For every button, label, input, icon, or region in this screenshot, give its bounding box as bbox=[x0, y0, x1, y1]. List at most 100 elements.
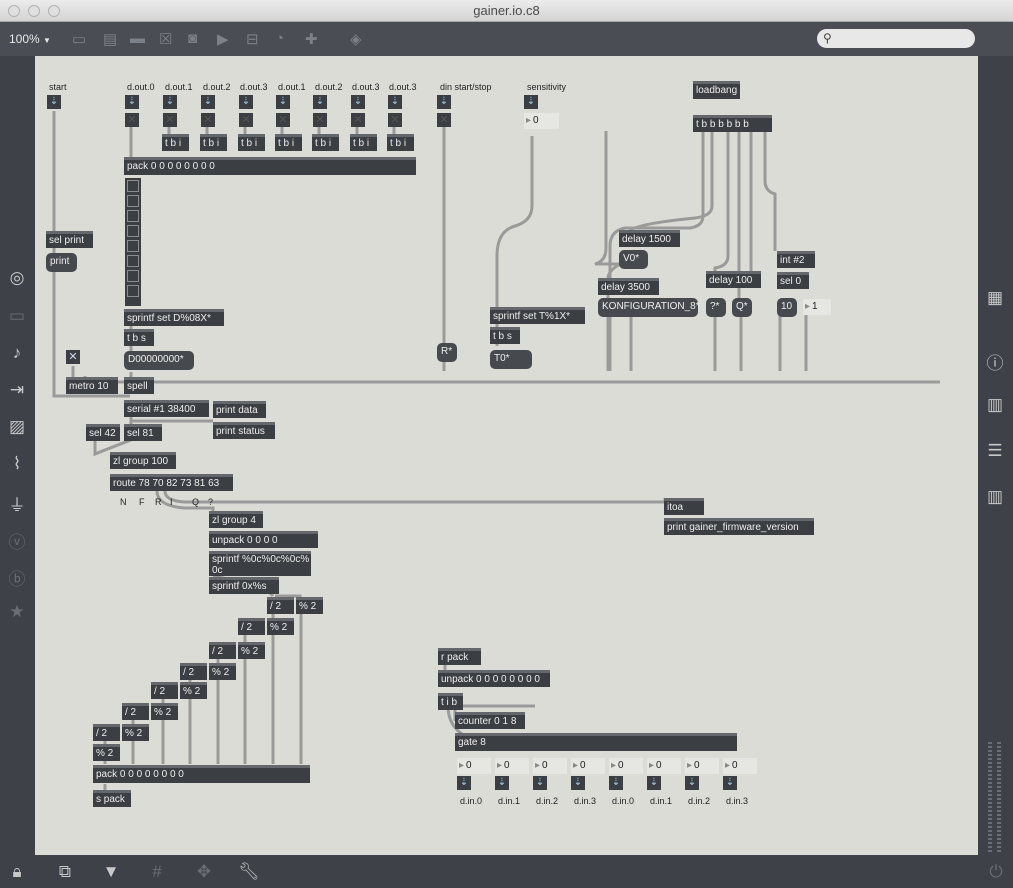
step-icon[interactable]: ⇥ bbox=[9, 380, 25, 399]
dout-inlet[interactable]: ⇣ bbox=[163, 95, 177, 109]
print-data-object[interactable]: print data bbox=[213, 401, 266, 418]
trigger-object[interactable]: t b b b b b b bbox=[693, 115, 772, 132]
unpack-8-object[interactable]: unpack 0 0 0 0 0 0 0 0 bbox=[438, 670, 550, 687]
dout-inlet[interactable]: ⇣ bbox=[239, 95, 253, 109]
d-message[interactable]: D00000000* bbox=[124, 351, 194, 370]
sprintf-hex-object[interactable]: sprintf 0x%s bbox=[209, 577, 279, 594]
sel-42-object[interactable]: sel 42 bbox=[86, 424, 120, 441]
route-object[interactable]: route 78 70 82 73 81 63 bbox=[110, 474, 233, 491]
modulo-object[interactable]: % 2 bbox=[122, 724, 149, 741]
sprintf-d-object[interactable]: sprintf set D%08X* bbox=[124, 309, 224, 326]
record-icon[interactable]: ◎ bbox=[9, 268, 25, 287]
tbs-object[interactable]: t b s bbox=[490, 327, 520, 344]
t-message[interactable]: T0* bbox=[490, 350, 532, 369]
music-note-icon[interactable]: ♪ bbox=[12, 343, 22, 362]
dout-inlet[interactable]: ⇣ bbox=[125, 95, 139, 109]
sprintf-chars-object[interactable]: sprintf %0c%0c%0c%0c bbox=[209, 551, 311, 576]
din-number[interactable]: ▸0 bbox=[609, 758, 643, 774]
spell-object[interactable]: spell bbox=[124, 377, 154, 394]
divide-object[interactable]: / 2 bbox=[267, 597, 294, 614]
tbs-object[interactable]: t b s bbox=[124, 329, 154, 346]
toggle[interactable]: ✕ bbox=[125, 113, 139, 127]
zl-group-100-object[interactable]: zl group 100 bbox=[110, 452, 176, 469]
modulo-object[interactable]: % 2 bbox=[93, 744, 120, 761]
din-number[interactable]: ▸0 bbox=[723, 758, 757, 774]
din-number[interactable]: ▸0 bbox=[571, 758, 605, 774]
patcher-icon[interactable]: ▤ bbox=[103, 31, 118, 48]
tbi-object[interactable]: t b i bbox=[200, 134, 227, 151]
din-outlet[interactable]: ⇣ bbox=[533, 776, 547, 790]
unpack-4-object[interactable]: unpack 0 0 0 0 bbox=[209, 531, 318, 548]
start-inlet[interactable]: ⇣ bbox=[47, 95, 61, 109]
button-object-icon[interactable]: ◙ bbox=[188, 30, 198, 47]
tib-object[interactable]: t i b bbox=[438, 693, 463, 710]
din-outlet[interactable]: ⇣ bbox=[609, 776, 623, 790]
sensitivity-number[interactable]: ▸0 bbox=[524, 113, 559, 129]
metro-object[interactable]: metro 10 bbox=[66, 377, 118, 394]
sel-print-object[interactable]: sel print bbox=[46, 231, 93, 248]
din-outlet[interactable]: ⇣ bbox=[571, 776, 585, 790]
close-window-button[interactable] bbox=[8, 5, 20, 17]
toggle-matrix[interactable] bbox=[125, 178, 141, 306]
v-icon[interactable]: ⓥ bbox=[8, 533, 26, 552]
zoom-window-button[interactable] bbox=[48, 5, 60, 17]
tbi-object[interactable]: t b i bbox=[238, 134, 265, 151]
itoa-object[interactable]: itoa bbox=[664, 498, 704, 515]
toggle[interactable]: ✕ bbox=[313, 113, 327, 127]
loadbang-object[interactable]: loadbang bbox=[693, 81, 740, 99]
serial-object[interactable]: serial #1 38400 bbox=[124, 400, 209, 417]
divide-object[interactable]: / 2 bbox=[122, 703, 149, 720]
sprintf-t-object[interactable]: sprintf set T%1X* bbox=[490, 307, 585, 324]
modulo-object[interactable]: % 2 bbox=[267, 618, 294, 635]
toggle[interactable]: ✕ bbox=[276, 113, 290, 127]
dout-inlet[interactable]: ⇣ bbox=[388, 95, 402, 109]
gate-object[interactable]: gate 8 bbox=[455, 733, 737, 751]
plug-icon[interactable]: ⏚ bbox=[8, 496, 26, 515]
toggle[interactable]: ✕ bbox=[163, 113, 177, 127]
modulo-object[interactable]: % 2 bbox=[151, 703, 178, 720]
din-outlet[interactable]: ⇣ bbox=[685, 776, 699, 790]
sel-0-object[interactable]: sel 0 bbox=[777, 272, 809, 289]
wrench-icon[interactable]: 🔧︎ bbox=[238, 862, 260, 881]
q-message[interactable]: Q* bbox=[732, 298, 752, 317]
delay-1500-object[interactable]: delay 1500 bbox=[619, 230, 680, 247]
add-object-icon[interactable]: ✚ bbox=[305, 31, 318, 48]
send-pack-object[interactable]: s pack bbox=[93, 790, 131, 807]
presentation-mode-icon[interactable]: ▼ bbox=[102, 862, 120, 881]
divide-object[interactable]: / 2 bbox=[93, 724, 120, 741]
slider-object-icon[interactable]: ⊟ bbox=[246, 31, 259, 48]
device-icon[interactable]: ▭ bbox=[8, 306, 26, 325]
dout-inlet[interactable]: ⇣ bbox=[313, 95, 327, 109]
din-outlet[interactable]: ⇣ bbox=[495, 776, 509, 790]
dial-object-icon[interactable]: ◔ bbox=[275, 30, 285, 47]
toggle[interactable]: ✕ bbox=[239, 113, 253, 127]
din-outlet[interactable]: ⇣ bbox=[647, 776, 661, 790]
v0-message[interactable]: V0* bbox=[619, 250, 648, 269]
query-message[interactable]: ?* bbox=[706, 298, 726, 317]
modulo-object[interactable]: % 2 bbox=[180, 682, 207, 699]
din-toggle[interactable]: ✕ bbox=[437, 113, 451, 127]
dout-inlet[interactable]: ⇣ bbox=[201, 95, 215, 109]
din-inlet[interactable]: ⇣ bbox=[437, 95, 451, 109]
image-icon[interactable]: ▨ bbox=[8, 417, 26, 436]
tbi-object[interactable]: t b i bbox=[275, 134, 302, 151]
divide-object[interactable]: / 2 bbox=[151, 682, 178, 699]
dout-inlet[interactable]: ⇣ bbox=[351, 95, 365, 109]
toggle[interactable]: ✕ bbox=[351, 113, 365, 127]
print-status-object[interactable]: print status bbox=[213, 422, 275, 439]
modulo-object[interactable]: % 2 bbox=[238, 642, 265, 659]
dout-inlet[interactable]: ⇣ bbox=[276, 95, 290, 109]
sensitivity-inlet[interactable]: ⇣ bbox=[524, 95, 538, 109]
ten-message[interactable]: 10 bbox=[777, 298, 797, 317]
din-number[interactable]: ▸0 bbox=[495, 758, 529, 774]
print-message[interactable]: print bbox=[46, 253, 77, 272]
paperclip-icon[interactable]: ⌇ bbox=[12, 454, 22, 473]
lock-icon[interactable]: 🔒︎ bbox=[12, 862, 22, 881]
grid-icon[interactable]: ▦ bbox=[986, 288, 1004, 307]
din-number[interactable]: ▸0 bbox=[647, 758, 681, 774]
konfiguration-message[interactable]: KONFIGURATION_8* bbox=[598, 298, 700, 317]
presentation-icon[interactable]: ▭ bbox=[72, 31, 87, 48]
receive-pack-object[interactable]: r pack bbox=[438, 648, 481, 665]
comment-icon[interactable]: ▬ bbox=[130, 30, 145, 47]
list-icon[interactable]: ☰ bbox=[987, 441, 1003, 460]
